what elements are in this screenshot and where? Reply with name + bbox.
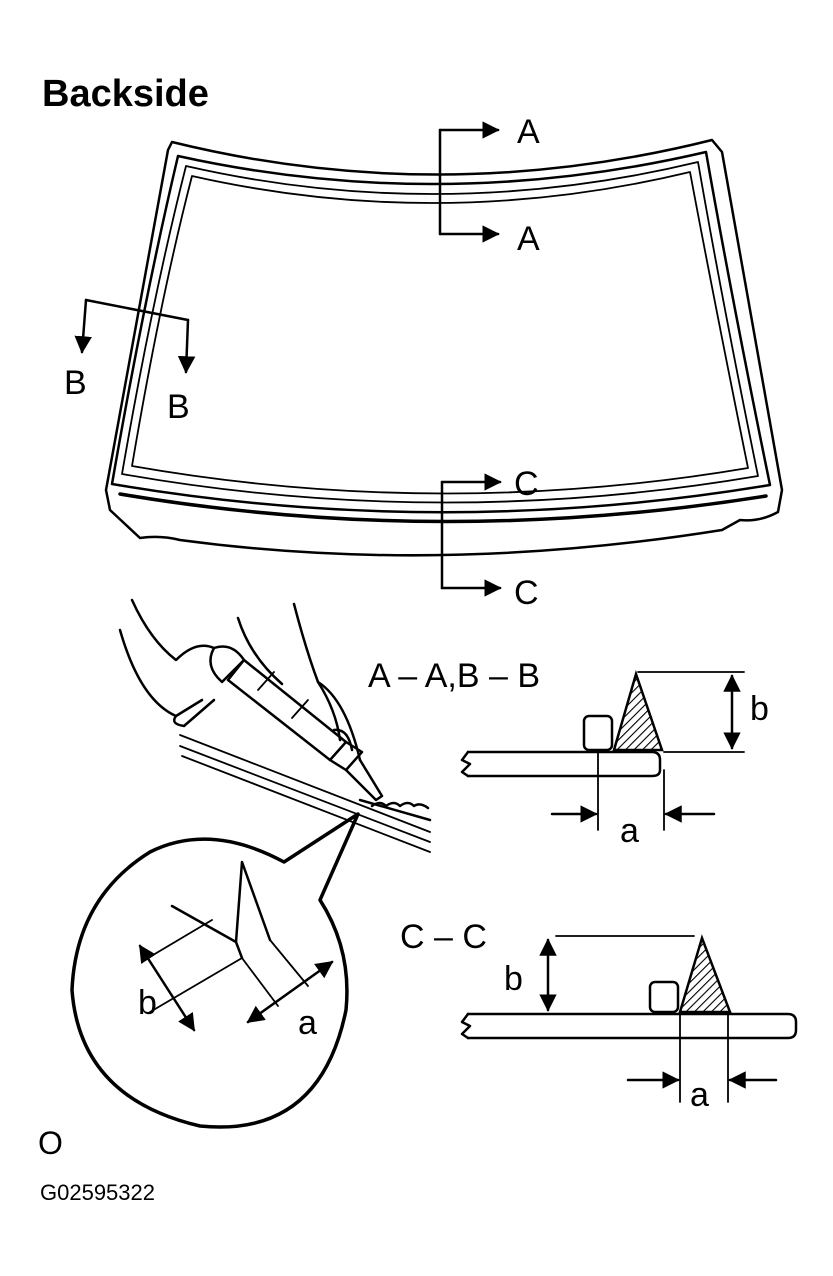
detail-dim-b: b	[138, 984, 157, 1022]
label-c-top: C	[514, 465, 539, 503]
section-cc-dim-b: b	[504, 960, 523, 998]
section-cc-diagram: C – C b a	[400, 918, 798, 1114]
windshield-glass	[104, 138, 784, 557]
section-cut-c: C C	[440, 465, 539, 612]
page-title: Backside	[42, 73, 209, 115]
label-a-top: A	[517, 113, 540, 151]
label-b-right: B	[167, 388, 190, 426]
section-cc-dim-a: a	[690, 1076, 709, 1114]
sealant-gun-illustration	[118, 598, 432, 853]
figure-id: G02595322	[40, 1180, 155, 1205]
section-ab-dim-a: a	[620, 812, 639, 850]
section-cut-b: B B	[64, 298, 196, 426]
label-b-left: B	[64, 364, 87, 402]
section-ab-dim-b: b	[750, 690, 769, 728]
section-ab-title: A – A,B – B	[368, 657, 540, 695]
section-ab-diagram: A – A,B – B b a	[368, 657, 769, 850]
section-cut-a: A A	[438, 113, 540, 258]
detail-bubble: b a	[70, 812, 360, 1129]
footer-mark: O	[38, 1125, 63, 1161]
detail-dim-a: a	[298, 1004, 317, 1042]
section-cc-title: C – C	[400, 918, 487, 956]
label-c-bottom: C	[514, 574, 539, 612]
label-a-bottom: A	[517, 220, 540, 258]
